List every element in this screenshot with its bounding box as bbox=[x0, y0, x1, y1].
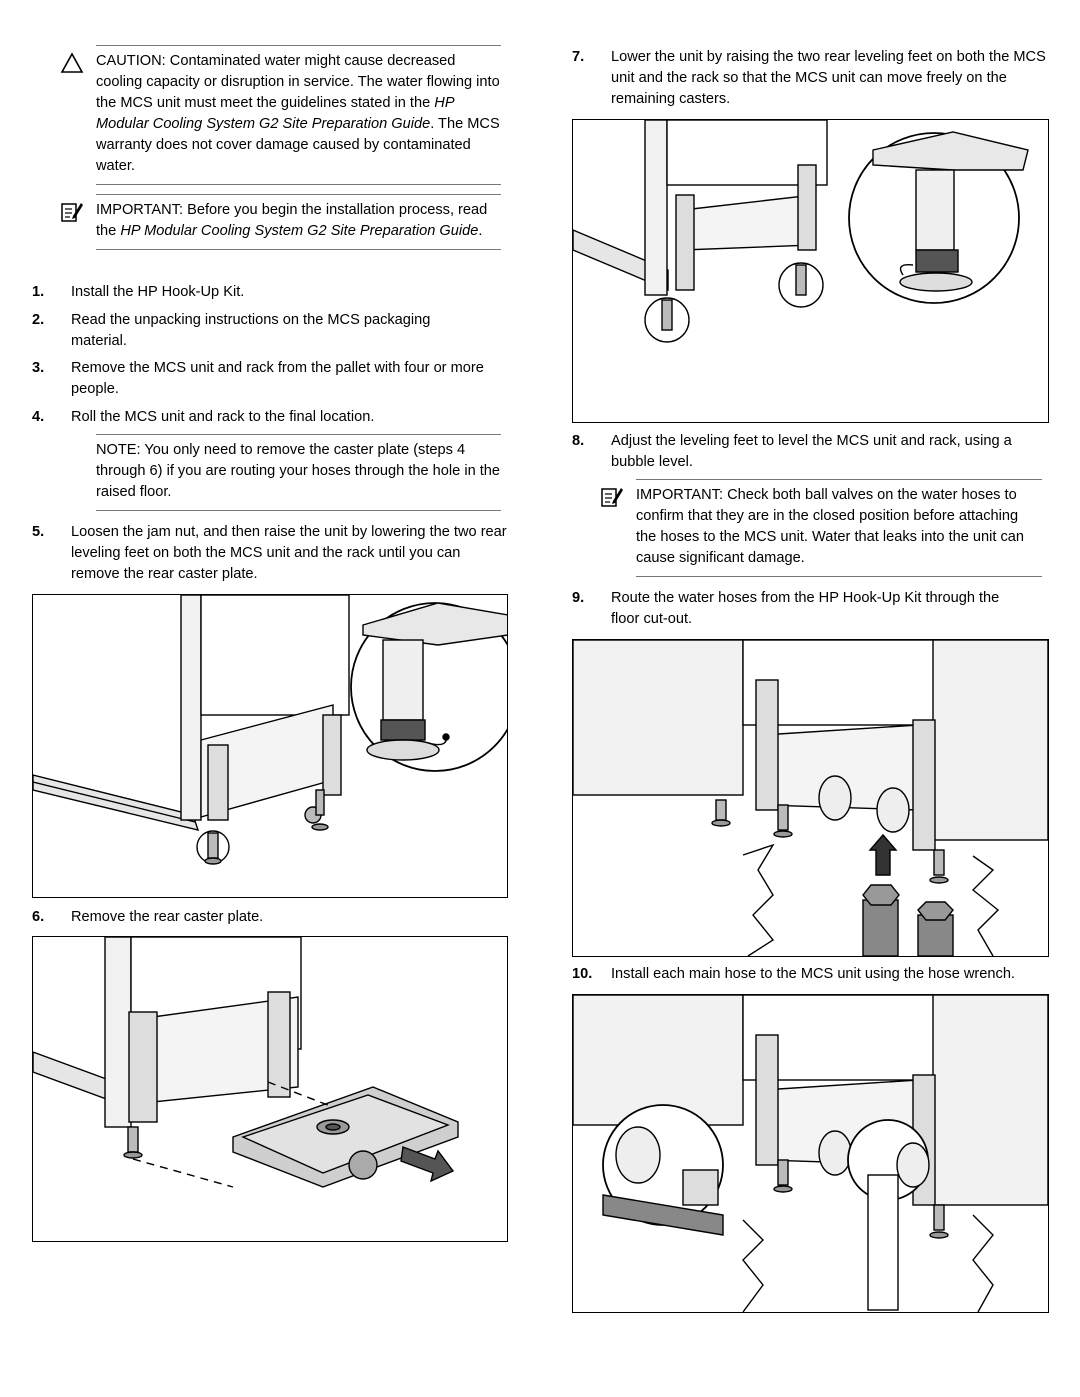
step-3: 3. Remove the MCS unit and rack from the… bbox=[32, 358, 507, 400]
important-text: Check both ball valves on the water hose… bbox=[636, 487, 1025, 566]
step-text: Remove the rear caster plate. bbox=[71, 909, 264, 925]
step-text: Lower the unit by raising the two rear l… bbox=[611, 49, 1046, 107]
step-text: Loosen the jam nut, and then raise the u… bbox=[71, 524, 507, 582]
install-hose-illustration bbox=[573, 995, 1048, 1312]
note-label: NOTE: bbox=[96, 442, 141, 458]
step-7: 7. Lower the unit by raising the two rea… bbox=[572, 47, 1050, 111]
caution-guide-title: HP Modular Cooling System G2 Site Prepar… bbox=[96, 95, 455, 132]
caution-notice: CAUTION: Contaminated water might cause … bbox=[60, 45, 501, 185]
caution-text-end: . The MCS warranty does not cover damage… bbox=[96, 116, 500, 174]
note-text: You only need to remove the caster plate… bbox=[96, 442, 501, 500]
important-note-icon bbox=[601, 488, 623, 507]
step-number: 10. bbox=[572, 966, 593, 982]
step-number: 8. bbox=[572, 433, 585, 449]
step-text: Install each main hose to the MCS unit u… bbox=[611, 966, 1015, 982]
lower-unit-illustration bbox=[573, 120, 1029, 343]
step-text: Install the HP Hook-Up Kit. bbox=[71, 284, 245, 300]
step-number: 9. bbox=[572, 590, 585, 606]
step-number: 4. bbox=[32, 409, 45, 425]
important-note-icon bbox=[61, 203, 83, 222]
important-guide-title: HP Modular Cooling System G2 Site Prepar… bbox=[120, 223, 479, 239]
important-text-end: . bbox=[478, 223, 483, 239]
step-text: Roll the MCS unit and rack to the final … bbox=[71, 409, 375, 425]
figure-remove-caster-plate bbox=[32, 936, 508, 1242]
important-label: IMPORTANT: bbox=[636, 487, 724, 503]
note-notice: NOTE: You only need to remove the caster… bbox=[96, 434, 501, 511]
step-5: 5. Loosen the jam nut, and then raise th… bbox=[32, 522, 507, 586]
route-hoses-illustration bbox=[573, 640, 1048, 956]
caution-label: CAUTION: bbox=[96, 53, 166, 69]
step-8: 8. Adjust the leveling feet to level the… bbox=[572, 431, 1050, 473]
important-text: Before you begin the installation proces… bbox=[96, 202, 488, 239]
step-number: 2. bbox=[32, 312, 45, 328]
caution-text: Contaminated water might cause decreased… bbox=[96, 53, 500, 111]
step-text: Adjust the leveling feet to level the MC… bbox=[611, 433, 1012, 470]
figure-route-hoses bbox=[572, 639, 1049, 957]
step-number: 1. bbox=[32, 284, 45, 300]
figure-install-hose bbox=[572, 994, 1049, 1313]
step-text: Remove the MCS unit and rack from the pa… bbox=[71, 360, 484, 397]
step-number: 3. bbox=[32, 360, 45, 376]
important-label: IMPORTANT: bbox=[96, 202, 184, 218]
important-notice-1: IMPORTANT: Before you begin the installa… bbox=[61, 194, 501, 250]
step-9: 9. Route the water hoses from the HP Hoo… bbox=[572, 588, 1050, 630]
step-2: 2. Read the unpacking instructions on th… bbox=[32, 310, 507, 352]
step-number: 7. bbox=[572, 49, 585, 65]
step-text: Read the unpacking instructions on the M… bbox=[71, 312, 431, 349]
step-number: 5. bbox=[32, 524, 45, 540]
step-number: 6. bbox=[32, 909, 45, 925]
figure-raise-unit bbox=[32, 594, 508, 898]
important-notice-2: IMPORTANT: Check both ball valves on the… bbox=[601, 479, 1042, 577]
step-text: Route the water hoses from the HP Hook-U… bbox=[611, 590, 1000, 627]
caster-plate-illustration bbox=[33, 937, 459, 1188]
raise-unit-illustration bbox=[33, 595, 507, 865]
figure-lower-unit bbox=[572, 119, 1049, 423]
caution-triangle-icon bbox=[60, 52, 84, 73]
